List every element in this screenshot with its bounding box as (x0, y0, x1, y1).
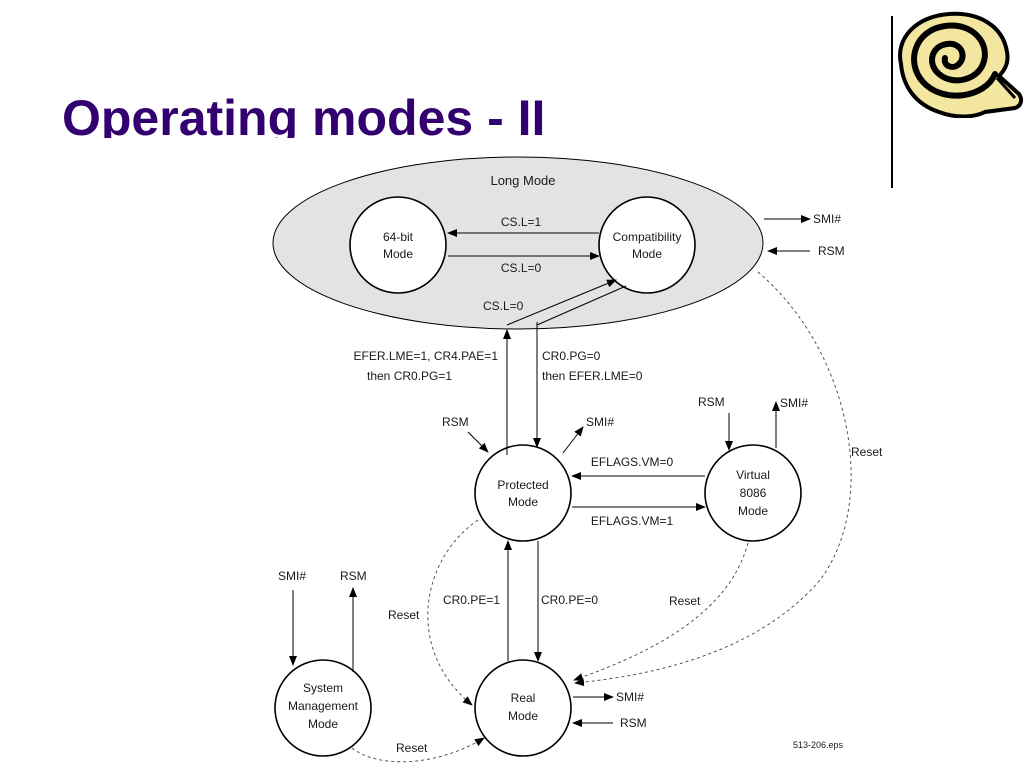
label-csl1: CS.L=1 (501, 215, 542, 229)
node-real-line2: Mode (508, 709, 538, 723)
slide-title: Operating modes - II (62, 90, 546, 138)
title-divider (891, 16, 893, 188)
node-64bit-line2: Mode (383, 247, 413, 261)
arrow-protected-rsm (467, 431, 489, 453)
node-64bit-line1: 64-bit (383, 230, 414, 244)
node-compat-line1: Compatibility (613, 230, 682, 244)
node-protected-mode: Protected Mode (474, 444, 572, 542)
arrow-protected-smi (562, 426, 584, 454)
node-virtual-8086-mode: Virtual 8086 Mode (704, 444, 802, 542)
label-csl0-top: CS.L=0 (501, 261, 542, 275)
label-smi-smm: SMI# (278, 569, 306, 583)
node-real-line1: Real (511, 691, 536, 705)
node-protected-line2: Mode (508, 495, 538, 509)
node-smm-line2: Management (288, 699, 359, 713)
label-exit-long-2: then EFER.LME=0 (542, 369, 643, 383)
label-reset-smm: Reset (396, 741, 428, 755)
label-eflags1: EFLAGS.VM=1 (591, 514, 674, 528)
label-rsm-prot: RSM (442, 415, 469, 429)
node-protected-line1: Protected (497, 478, 548, 492)
label-smi-prot: SMI# (586, 415, 614, 429)
label-smi-real: SMI# (616, 690, 644, 704)
label-smi-long: SMI# (813, 212, 841, 226)
label-reset-v86: Reset (669, 594, 701, 608)
label-reset-right: Reset (851, 445, 883, 459)
label-reset-left: Reset (388, 608, 420, 622)
label-cr0pe0: CR0.PE=0 (541, 593, 598, 607)
arrow-compat-exit (536, 285, 627, 326)
node-v86-line3: Mode (738, 504, 768, 518)
spiral-logo-icon (898, 11, 1024, 118)
label-cr0pe1: CR0.PE=1 (443, 593, 500, 607)
node-v86-line1: Virtual (736, 468, 770, 482)
label-enter-long-2: then CR0.PG=1 (367, 369, 452, 383)
arrow-csl0-to-compat (506, 279, 617, 326)
label-enter-long-1: EFER.LME=1, CR4.PAE=1 (353, 349, 498, 363)
long-mode-label: Long Mode (490, 173, 555, 188)
figure-ref: 513-206.eps (793, 740, 844, 750)
node-system-management-mode: System Management Mode (274, 659, 372, 757)
label-rsm-real: RSM (620, 716, 647, 730)
node-smm-line3: Mode (308, 717, 338, 731)
node-compat-line2: Mode (632, 247, 662, 261)
reset-smm-to-real (351, 737, 485, 763)
node-v86-line2: 8086 (740, 486, 767, 500)
label-smi-v86: SMI# (780, 396, 808, 410)
label-csl0-bottom: CS.L=0 (483, 299, 524, 313)
label-exit-long-1: CR0.PG=0 (542, 349, 601, 363)
reset-v86-to-real (573, 542, 749, 681)
node-real-mode: Real Mode (474, 659, 572, 757)
label-eflags0: EFLAGS.VM=0 (591, 455, 674, 469)
label-rsm-v86: RSM (698, 395, 725, 409)
node-compatibility-mode: Compatibility Mode (598, 196, 696, 294)
node-smm-line1: System (303, 681, 343, 695)
reset-protected-to-real (427, 519, 479, 706)
node-64bit-mode: 64-bit Mode (349, 196, 447, 294)
label-rsm-long: RSM (818, 244, 845, 258)
label-rsm-smm: RSM (340, 569, 367, 583)
